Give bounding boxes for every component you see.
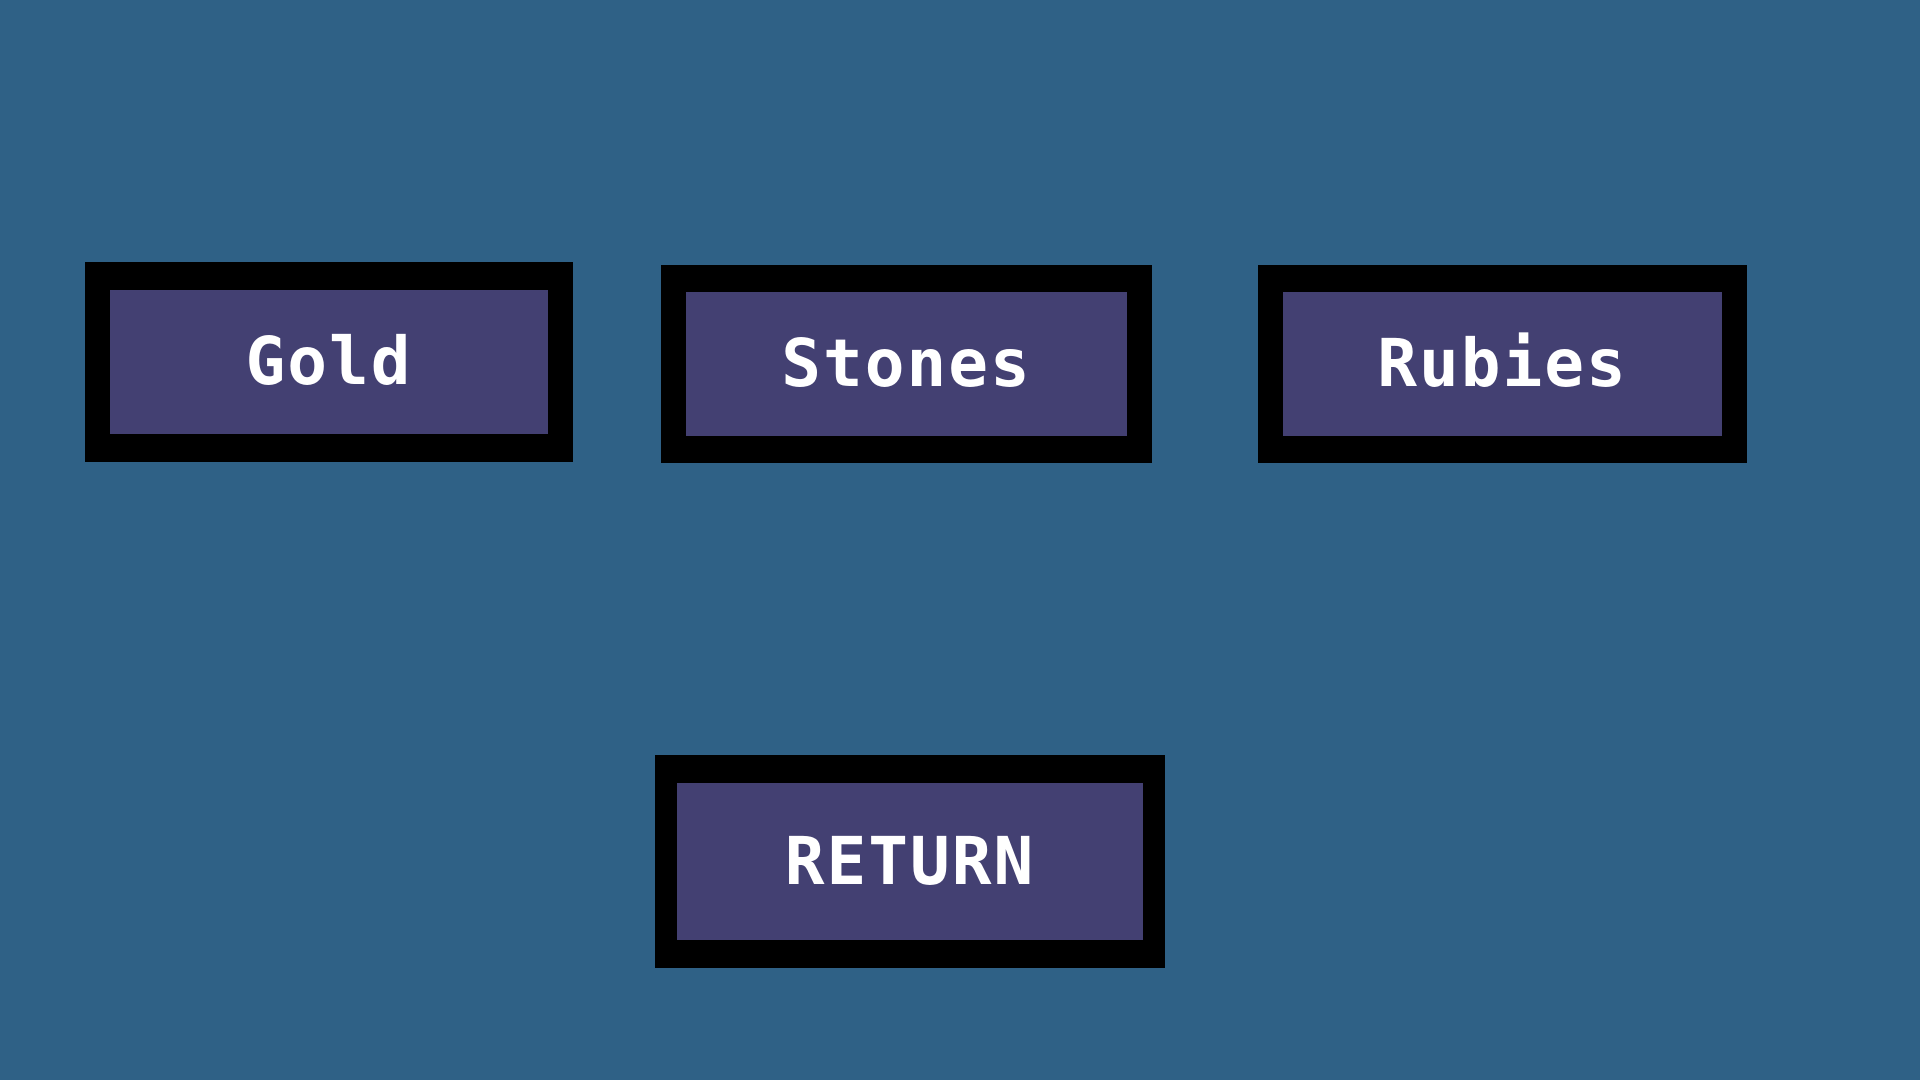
return-button[interactable]: RETURN (655, 755, 1165, 968)
resource-button-stones-label: Stones (781, 325, 1032, 402)
button-inner-panel: Stones (686, 292, 1127, 436)
button-inner-panel: RETURN (677, 783, 1143, 940)
button-inner-panel: Rubies (1283, 292, 1722, 436)
resource-button-rubies-label: Rubies (1377, 325, 1628, 402)
resource-button-gold-label: Gold (245, 323, 413, 400)
resource-button-stones[interactable]: Stones (661, 265, 1152, 463)
resource-button-rubies[interactable]: Rubies (1258, 265, 1747, 463)
button-inner-panel: Gold (110, 290, 548, 434)
resource-button-gold[interactable]: Gold (85, 262, 573, 462)
return-button-label: RETURN (784, 822, 1036, 900)
